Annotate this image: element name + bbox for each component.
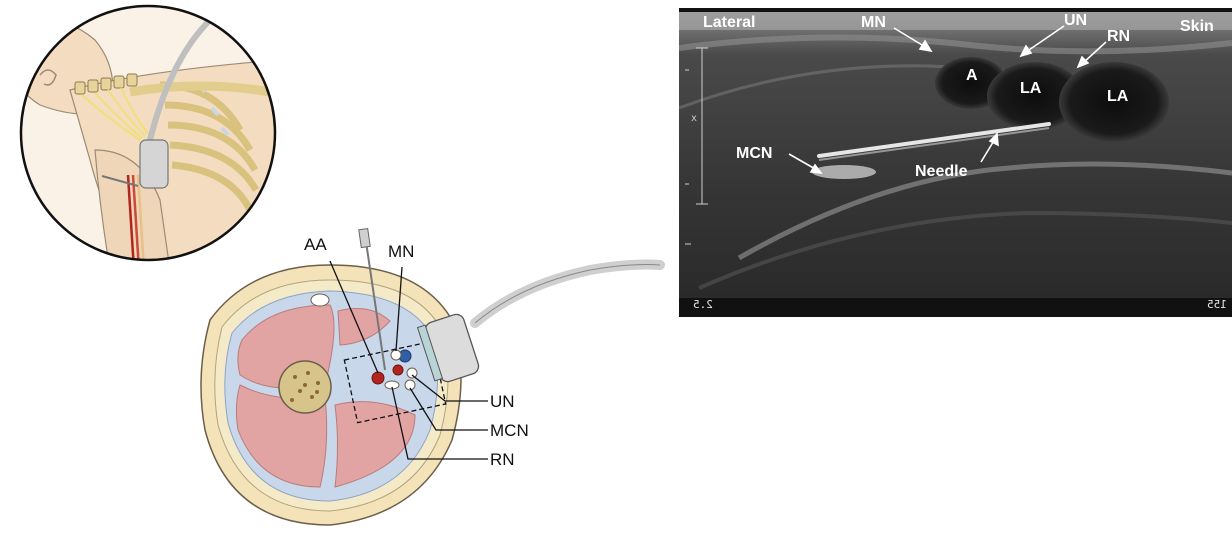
ultrasound-probe-icon (140, 140, 168, 188)
cross-section-svg (190, 225, 670, 532)
arm-cross-section: AA MN UN MCN RN (190, 225, 670, 532)
us-label-needle: Needle (915, 163, 967, 181)
svg-text:x: x (691, 113, 697, 124)
cephalic-vein-area (311, 294, 329, 306)
us-label-rn: RN (1107, 28, 1130, 46)
us-label-artery: A (966, 67, 978, 85)
us-label-un: UN (1064, 12, 1087, 30)
us-label-lateral: Lateral (703, 14, 755, 32)
label-mcn: MCN (490, 421, 529, 441)
needle-hub-icon (359, 229, 370, 248)
median-nerve-icon (391, 350, 401, 360)
axillary-artery-icon (372, 372, 384, 384)
depth-readout-left: 2.5 (693, 298, 713, 311)
label-aa: AA (304, 235, 327, 255)
artery-branch-icon (393, 365, 403, 375)
depth-readout-right: 155 (1207, 298, 1227, 311)
us-label-mcn: MCN (736, 145, 772, 163)
us-label-mn: MN (861, 14, 886, 32)
label-rn: RN (490, 450, 515, 470)
us-label-la-2: LA (1107, 88, 1128, 106)
skin-echo-band (679, 12, 1232, 30)
mcn-echo (812, 165, 876, 179)
us-label-la-1: LA (1020, 80, 1041, 98)
label-un: UN (490, 392, 515, 412)
ultrasound-image: x Lateral MN UN RN Skin A LA LA MCN Need… (679, 8, 1232, 317)
us-label-skin: Skin (1180, 18, 1214, 36)
ulnar-nerve-icon (407, 368, 417, 378)
linear-probe-icon (418, 265, 660, 384)
label-mn: MN (388, 242, 414, 262)
